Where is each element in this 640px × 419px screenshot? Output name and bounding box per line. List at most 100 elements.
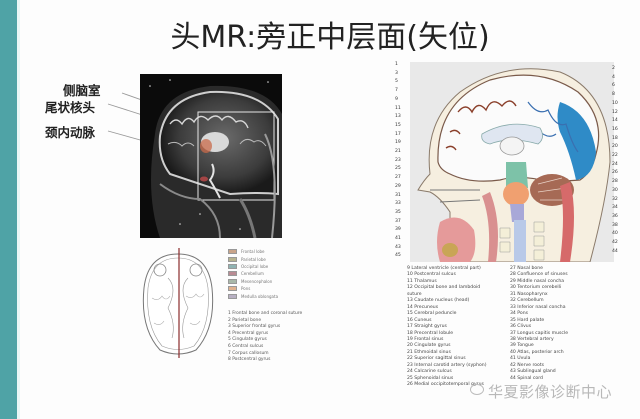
- list-item: 2 Parietal bone: [228, 317, 262, 323]
- caption-item: 15 Cerebral peduncle: [407, 311, 457, 317]
- caption-item: 39 Tongue: [510, 343, 534, 349]
- label-lateral-ventricle: 侧脑室: [63, 83, 101, 98]
- legend-swatch: [228, 263, 237, 269]
- callout-number: 33: [395, 201, 401, 207]
- caption-item: 13 Caudate nucleus (head): [407, 298, 470, 304]
- mri-sagittal-image: [140, 74, 282, 238]
- list-item: 5 Cingulate gyrus: [228, 337, 267, 343]
- callout-number: 38: [612, 222, 618, 228]
- legend-label: Occipital lobe: [241, 263, 269, 269]
- callout-number: 39: [395, 227, 401, 233]
- caption-item: 18 Precentral lobule: [407, 330, 454, 336]
- caption-item: 32 Cerebellum: [510, 298, 544, 304]
- list-item: 4 Precentral gyrus: [228, 330, 269, 336]
- watermark-text: 华夏影像诊断中心: [488, 383, 613, 401]
- legend-swatch: [228, 249, 237, 255]
- caption-item: 41 Uvula: [510, 356, 531, 362]
- legend-swatch: [228, 256, 237, 262]
- legend-row: Cerebellum: [228, 270, 278, 277]
- callout-number: 36: [612, 213, 618, 219]
- callout-number: 35: [395, 209, 401, 215]
- caption-item: 42 Nerve roots: [510, 362, 545, 368]
- list-item: 6 Central sulcus: [228, 343, 264, 349]
- legend-swatch: [228, 286, 237, 292]
- callout-number: 34: [612, 205, 618, 211]
- legend-row: Occipital lobe: [228, 263, 278, 270]
- caption-item: 33 Inferior nasal concha: [510, 304, 566, 310]
- callout-number: 29: [395, 183, 401, 189]
- callout-number: 23: [395, 157, 401, 163]
- callout-number: 5: [395, 79, 398, 85]
- callout-number: 37: [395, 218, 401, 224]
- callout-number: 22: [612, 153, 618, 158]
- caption-item: 21 Ethmoidal sinus: [407, 349, 451, 355]
- callout-number: 13: [395, 114, 401, 120]
- legend-row: Frontal lobe: [228, 248, 278, 255]
- callout-number: 14: [612, 118, 618, 124]
- caption-item: 31 Nasopharynx: [510, 291, 548, 297]
- caption-item: 10 Postcentral sulcus: [407, 272, 456, 278]
- callout-number: 1: [395, 62, 398, 67]
- caption-item: 20 Cingulate gyrus: [407, 343, 451, 349]
- callout-number: 7: [395, 88, 398, 94]
- slide-title: 头MR:旁正中层面(矢位): [170, 20, 490, 55]
- caption-item: 37 Longus capitis muscle: [510, 330, 569, 336]
- callout-number: 6: [612, 83, 615, 89]
- callout-number: 4: [612, 74, 615, 80]
- caption-item: 27 Nasal bone: [510, 266, 543, 271]
- callout-number: 30: [612, 187, 618, 193]
- legend-swatch: [228, 293, 237, 299]
- caption-item: 35 Hard palate: [510, 317, 545, 323]
- legend-swatch: [228, 271, 237, 277]
- axial-brain-diagram: [142, 248, 214, 358]
- slide-accent-bar: [0, 0, 17, 419]
- legend-label: Medulla oblongata: [241, 293, 279, 299]
- callout-number: 27: [395, 175, 401, 181]
- caption-item: 28 Confluence of sinuses: [510, 272, 568, 278]
- callout-number: 20: [612, 144, 618, 150]
- callout-number: 44: [612, 248, 618, 254]
- callout-number: 16: [612, 126, 618, 132]
- sagittal-caption-col-2: 27 Nasal bone 28 Confluence of sinuses 2…: [510, 266, 568, 382]
- callout-number: 25: [395, 166, 401, 172]
- callout-number: 24: [612, 161, 618, 167]
- caption-item: 17 Straight gyrus: [407, 324, 447, 330]
- caption-item: 44 Spinal cord: [510, 375, 543, 381]
- callout-number: 26: [612, 170, 618, 176]
- list-item: 8 Postcentral gyrus: [228, 357, 271, 363]
- callout-number: 2: [612, 66, 615, 71]
- caption-item: 14 Precuneus: [407, 304, 439, 310]
- callout-number: 12: [612, 109, 618, 115]
- caption-item: suture: [407, 291, 422, 297]
- callout-number: 15: [395, 122, 401, 128]
- caption-item: 12 Occipital bone and lambdoid: [407, 285, 481, 291]
- callout-number: 17: [395, 131, 401, 137]
- label-internal-carotid: 颈内动脉: [45, 125, 96, 140]
- callout-number: 19: [395, 140, 401, 146]
- caption-item: 11 Thalamus: [407, 278, 437, 284]
- legend-label: Pons: [241, 286, 251, 292]
- callout-number: 40: [612, 231, 618, 237]
- axial-structure-list: 1 Frontal bone and coronal suture 2 Pari…: [228, 311, 302, 364]
- legend-label: Mesencephalon: [241, 278, 273, 284]
- callout-number: 28: [612, 179, 618, 185]
- caption-item: 22 Superior sagittal sinus: [407, 356, 466, 362]
- callout-number: 42: [612, 240, 618, 245]
- caption-item: 36 Clivus: [510, 324, 532, 330]
- slide-accent-edge: [17, 0, 20, 419]
- callout-number: 32: [612, 196, 618, 202]
- legend-row: Pons: [228, 285, 278, 292]
- axial-color-legend: Frontal lobe Parietal lobe Occipital lob…: [228, 248, 278, 300]
- list-item: 7 Corpus callosum: [228, 350, 269, 356]
- list-item: 3 Superior frontal gyrus: [228, 324, 281, 330]
- list-item: 1 Frontal bone and coronal suture: [228, 311, 303, 316]
- caption-item: 29 Middle nasal concha: [510, 278, 565, 284]
- legend-row: Medulla oblongata: [228, 292, 278, 299]
- caption-item: 23 Internal carotid artery (syphon): [407, 362, 487, 368]
- caption-item: 43 Sublingual gland: [510, 369, 556, 375]
- callout-number: 3: [395, 70, 398, 76]
- caption-item: 40 Atlas, posterior arch: [510, 349, 564, 355]
- callout-number: 11: [395, 105, 401, 111]
- caption-item: 9 Lateral ventricle (central part): [407, 266, 481, 271]
- callout-number: 41: [395, 236, 401, 241]
